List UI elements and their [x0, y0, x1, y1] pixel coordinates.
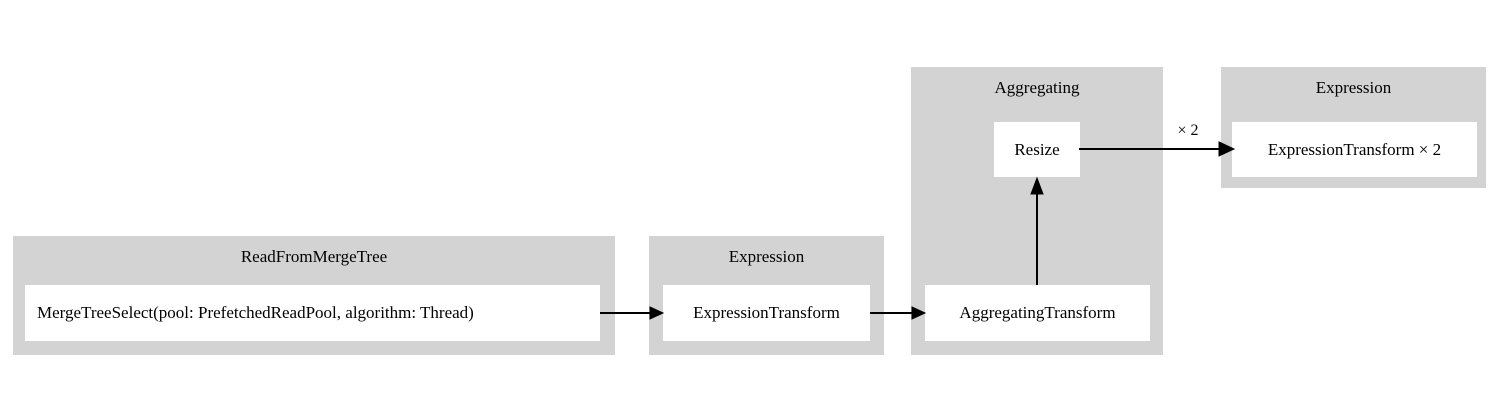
edge-aggregatingtransform-to-resize	[1030, 176, 1044, 285]
cluster-label-expression-1: Expression	[728, 247, 805, 266]
node-label-merge-tree-select: MergeTreeSelect(pool: PrefetchedReadPool…	[37, 303, 474, 322]
node-resize[interactable]: Resize	[994, 122, 1080, 177]
node-expression-transform-2[interactable]: ExpressionTransform × 2	[1232, 122, 1477, 177]
node-label-resize: Resize	[1014, 139, 1060, 159]
edge-expressiontransform1-to-aggregatingtransform	[870, 306, 927, 320]
edge-mergetreeselect-to-expressiontransform1	[600, 306, 665, 320]
edge-resize-to-expressiontransform2	[1079, 141, 1236, 157]
cluster-label-read-from-merge-tree: ReadFromMergeTree	[240, 247, 388, 266]
edge-label-resize-to-expressiontransform2: × 2	[1177, 122, 1199, 139]
node-aggregating-transform[interactable]: AggregatingTransform	[925, 285, 1150, 341]
node-label-expression-transform-1: ExpressionTransform	[693, 303, 840, 322]
node-expression-transform-1[interactable]: ExpressionTransform	[663, 285, 870, 341]
cluster-label-expression-2: Expression	[1315, 78, 1392, 97]
cluster-label-aggregating: Aggregating	[994, 78, 1080, 97]
node-label-expression-transform-2: ExpressionTransform × 2	[1267, 139, 1442, 159]
node-label-aggregating-transform: AggregatingTransform	[959, 303, 1116, 322]
node-merge-tree-select[interactable]: MergeTreeSelect(pool: PrefetchedReadPool…	[25, 285, 600, 341]
